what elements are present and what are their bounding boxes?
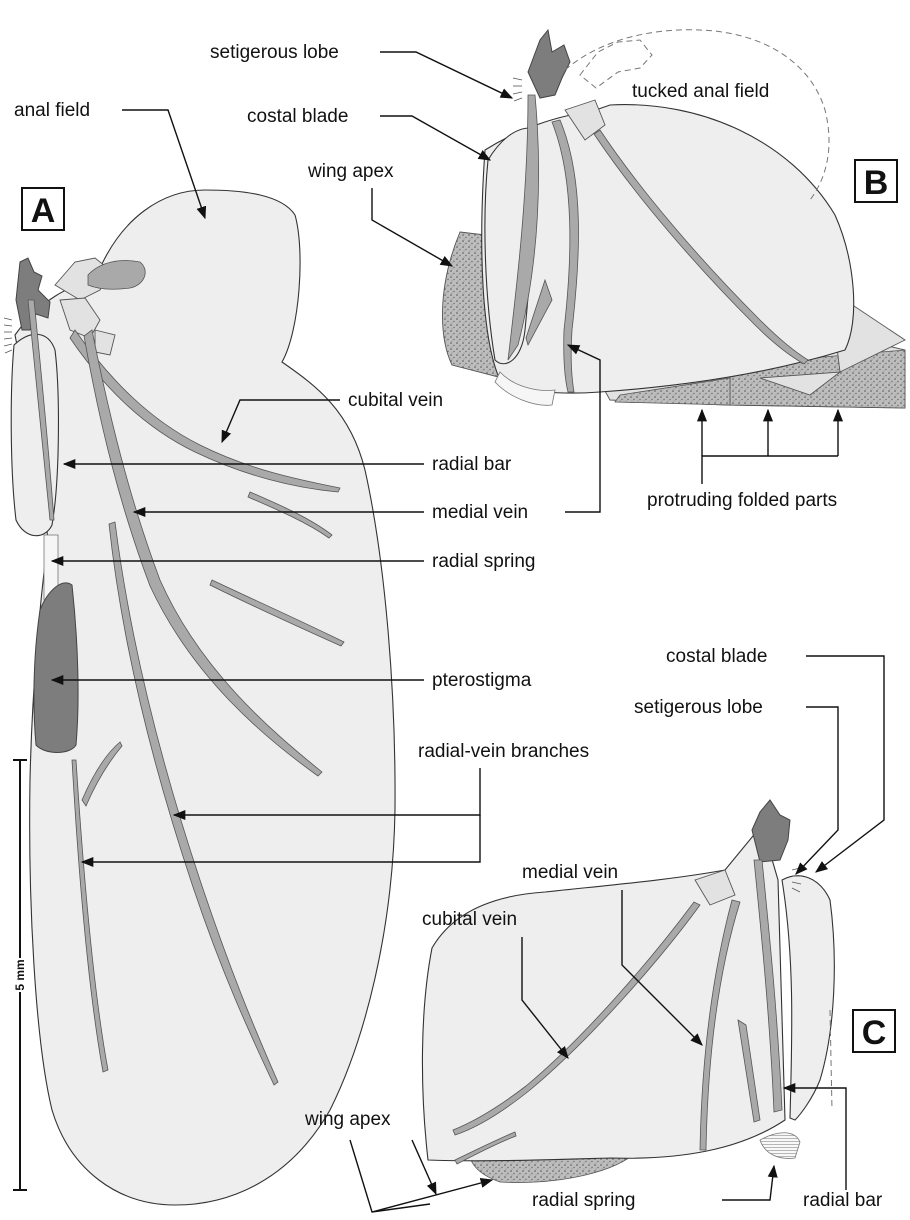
panel-a-setae xyxy=(4,318,12,353)
panel-c-wing xyxy=(422,800,834,1182)
leader-b-protruding-bracket xyxy=(702,456,838,484)
panel-letter-b-box: B xyxy=(855,160,897,202)
panel-a-pterostigma xyxy=(34,583,78,753)
panel-c-setigerous-lobe xyxy=(752,800,790,862)
leader-b-setigerous-lobe xyxy=(380,52,512,98)
label-c-radial-spring: radial spring xyxy=(532,1190,636,1211)
label-b-costal-blade: costal blade xyxy=(247,106,348,127)
leader-c-wing-apex-bracket xyxy=(350,1140,430,1212)
panel-letter-a: A xyxy=(31,192,56,230)
label-b-setigerous-lobe: setigerous lobe xyxy=(210,42,339,63)
scale-bar: 5 mm xyxy=(11,760,29,1190)
label-c-costal-blade: costal blade xyxy=(666,646,767,667)
panel-c-radial-spring xyxy=(760,1133,800,1159)
label-a-cubital-vein: cubital vein xyxy=(348,390,443,411)
label-a-radial-bar: radial bar xyxy=(432,454,512,475)
label-a-radial-spring: radial spring xyxy=(432,551,536,572)
label-c-radial-bar: radial bar xyxy=(803,1190,883,1211)
leader-c-setigerous-lobe xyxy=(796,707,838,874)
label-a-radial-vein-branches: radial-vein branches xyxy=(418,741,589,762)
leader-c-costal-blade xyxy=(806,656,884,872)
panel-c-costal-blade xyxy=(782,876,834,1120)
scale-bar-label: 5 mm xyxy=(13,959,27,990)
panel-letter-c-box: C xyxy=(853,1010,895,1052)
label-c-wing-apex: wing apex xyxy=(304,1109,391,1130)
label-b-tucked-anal-field: tucked anal field xyxy=(632,81,769,102)
label-c-medial-vein: medial vein xyxy=(522,862,618,883)
label-b-protruding-folded-parts: protruding folded parts xyxy=(647,490,837,511)
panel-b-setigerous-lobe xyxy=(528,30,570,98)
leader-b-costal-blade xyxy=(380,116,490,160)
label-b-wing-apex: wing apex xyxy=(307,161,394,182)
panel-letter-c: C xyxy=(862,1014,887,1052)
label-c-setigerous-lobe: setigerous lobe xyxy=(634,697,763,718)
label-c-cubital-vein: cubital vein xyxy=(422,909,517,930)
leader-c-radial-spring xyxy=(722,1166,774,1200)
panel-letter-a-box: A xyxy=(22,188,64,230)
label-a-anal-field: anal field xyxy=(14,100,90,121)
label-a-medial-vein: medial vein xyxy=(432,502,528,523)
panel-b-setae xyxy=(513,78,522,101)
panel-letter-b: B xyxy=(864,164,889,202)
panel-a-wing xyxy=(4,190,395,1205)
label-a-pterostigma: pterostigma xyxy=(432,670,532,691)
leader-b-wing-apex xyxy=(372,188,452,266)
